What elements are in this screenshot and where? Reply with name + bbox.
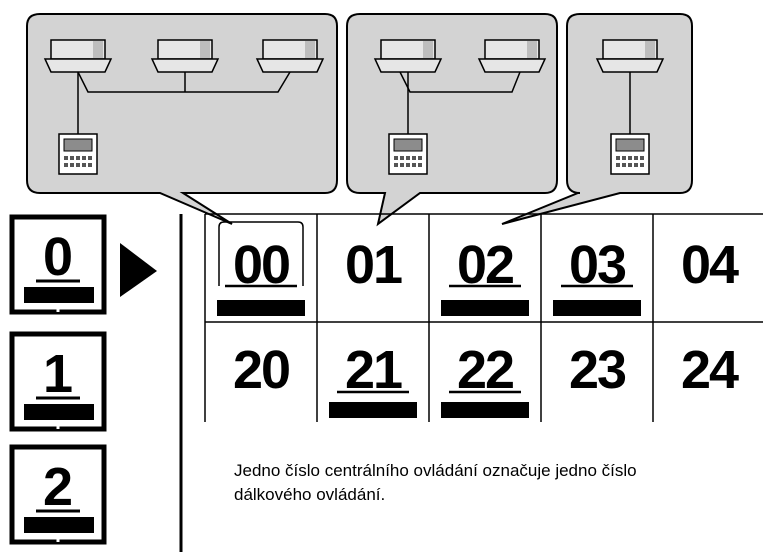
- selector-column: 0 1 2: [12, 217, 104, 542]
- cell-bar: [441, 300, 529, 316]
- cell-label: 20: [233, 340, 289, 400]
- remote-controller-icon: [389, 134, 427, 174]
- selector-box-0[interactable]: 0: [12, 217, 104, 312]
- selector-digit: 2: [43, 457, 73, 517]
- cell-bar: [217, 300, 305, 316]
- remote-controller-icon: [59, 134, 97, 174]
- cell-label: 04: [681, 235, 739, 295]
- address-grid: 00 01 02 03 04 20 21 22 23 24: [205, 214, 763, 422]
- indoor-unit-icon: [597, 40, 663, 72]
- cell-label: 01: [345, 235, 402, 295]
- indoor-unit-icon: [479, 40, 545, 72]
- selector-box-2[interactable]: 2: [12, 447, 104, 542]
- grid-cell[interactable]: 24: [681, 340, 739, 400]
- grid-cell[interactable]: 20: [233, 340, 289, 400]
- grid-cell[interactable]: 00: [217, 222, 305, 316]
- grid-cell[interactable]: 02: [441, 235, 529, 316]
- selector-bar: [24, 287, 94, 303]
- play-arrow-icon: [120, 243, 157, 297]
- cell-label: 23: [569, 340, 626, 400]
- indoor-unit-icon: [257, 40, 323, 72]
- grid-cell[interactable]: 23: [569, 340, 626, 400]
- cell-bar: [441, 402, 529, 418]
- grid-cell[interactable]: 04: [681, 235, 739, 295]
- indoor-unit-icon: [375, 40, 441, 72]
- grid-cell[interactable]: 03: [553, 235, 641, 316]
- callout-bubbles: [27, 14, 692, 224]
- grid-cell[interactable]: 22: [441, 340, 529, 418]
- cell-label: 24: [681, 340, 739, 400]
- caption-line-2: dálkového ovládání.: [234, 483, 714, 507]
- selector-digit: 1: [43, 344, 73, 404]
- cell-bar: [553, 300, 641, 316]
- selector-digit: 0: [43, 227, 73, 287]
- grid-cell[interactable]: 21: [329, 340, 417, 418]
- selector-box-1[interactable]: 1: [12, 334, 104, 429]
- indoor-unit-icon: [152, 40, 218, 72]
- cell-bar: [329, 402, 417, 418]
- selector-bar: [24, 517, 94, 533]
- remote-controller-icon: [611, 134, 649, 174]
- caption-line-1: Jedno číslo centrálního ovládání označuj…: [234, 459, 714, 483]
- indoor-unit-icon: [45, 40, 111, 72]
- grid-cell[interactable]: 01: [345, 235, 402, 295]
- caption: Jedno číslo centrálního ovládání označuj…: [234, 459, 714, 507]
- selector-bar: [24, 404, 94, 420]
